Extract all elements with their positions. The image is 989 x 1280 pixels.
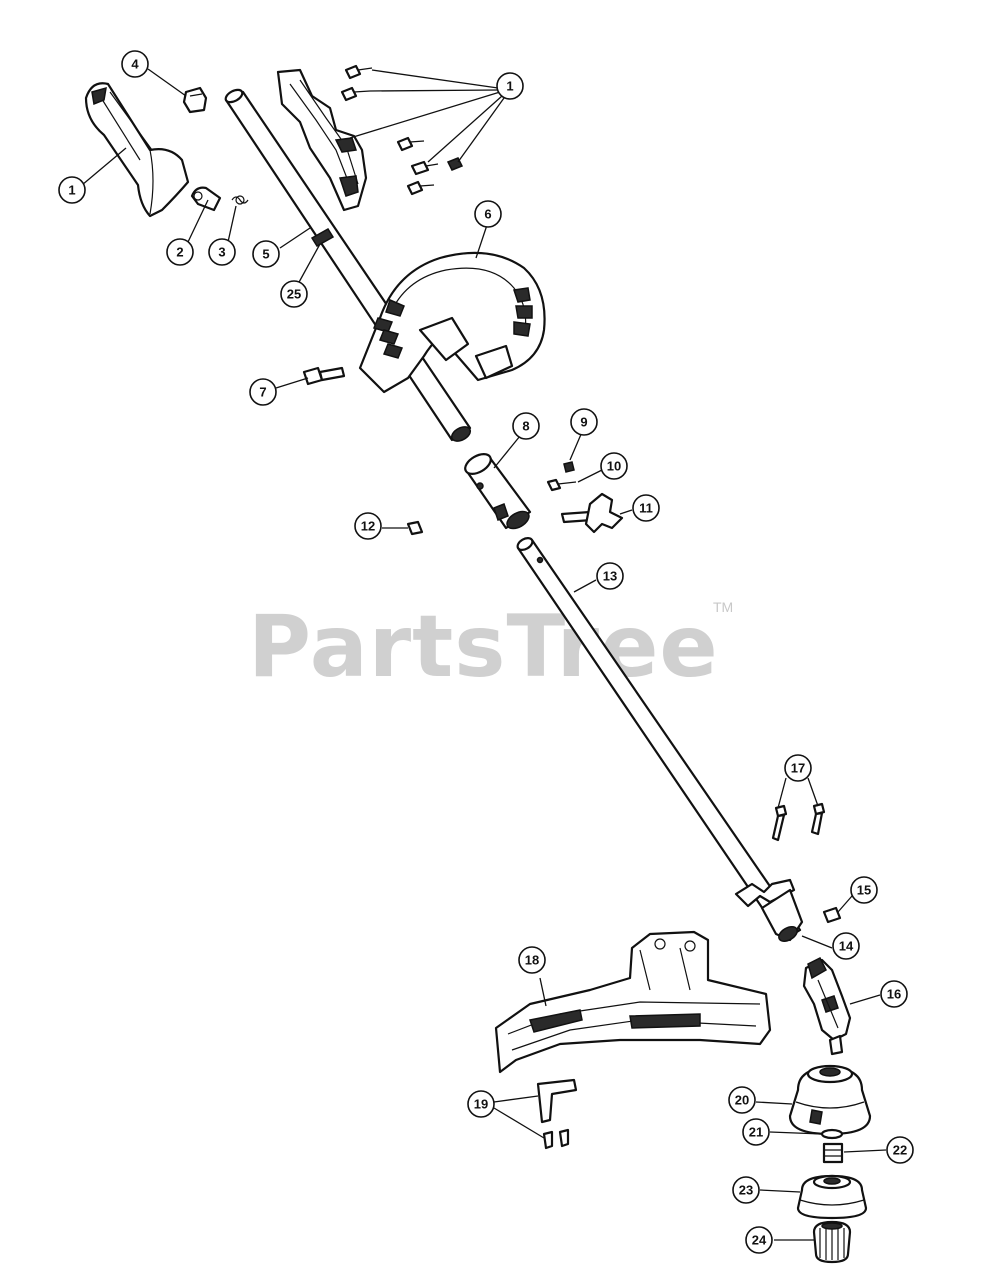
guard — [494, 930, 772, 1074]
svg-text:6: 6 — [484, 207, 491, 222]
callout-8: 8 — [512, 412, 540, 440]
callout-14: 14 — [832, 932, 860, 960]
svg-text:16: 16 — [887, 987, 901, 1002]
svg-text:19: 19 — [474, 1097, 488, 1112]
svg-text:11: 11 — [639, 501, 653, 516]
spring-small — [231, 195, 249, 205]
callout-1: 1 — [58, 176, 86, 204]
callout-22: 22 — [886, 1136, 914, 1164]
callout-16: 16 — [880, 980, 908, 1008]
callout-23: 23 — [732, 1176, 760, 1204]
lower-shaft — [516, 537, 802, 942]
callout-7: 7 — [249, 378, 277, 406]
handle-screws — [340, 64, 464, 196]
svg-text:20: 20 — [735, 1093, 749, 1108]
nut — [563, 461, 575, 473]
nut-small — [406, 520, 424, 536]
svg-text:21: 21 — [749, 1125, 763, 1140]
gear-head — [802, 956, 852, 1056]
svg-text:4: 4 — [131, 57, 139, 72]
rear-handle-left-half — [84, 82, 190, 218]
callout-15: 15 — [850, 876, 878, 904]
callout-5: 5 — [252, 240, 280, 268]
svg-text:18: 18 — [525, 953, 539, 968]
callout-18: 18 — [518, 946, 546, 974]
assist-handle — [358, 251, 546, 394]
callout-25: 25 — [280, 280, 308, 308]
svg-text:1: 1 — [506, 79, 513, 94]
watermark-trademark: TM — [713, 599, 733, 615]
svg-text:25: 25 — [287, 287, 301, 302]
svg-text:24: 24 — [752, 1233, 767, 1248]
svg-text:3: 3 — [218, 245, 225, 260]
svg-text:10: 10 — [607, 459, 621, 474]
watermark-text: PartsTree — [248, 597, 719, 697]
line-blade — [536, 1078, 578, 1124]
svg-text:5: 5 — [262, 247, 269, 262]
svg-text:22: 22 — [893, 1143, 907, 1158]
bolt — [302, 366, 346, 386]
washer — [820, 1128, 844, 1140]
rear-handle-right-half — [276, 68, 368, 212]
callout-2: 2 — [166, 238, 194, 266]
callout-17: 17 — [784, 754, 812, 782]
switch — [182, 86, 208, 114]
svg-text:9: 9 — [580, 415, 587, 430]
watermark: PartsTree TM — [248, 597, 733, 697]
svg-text:13: 13 — [603, 569, 617, 584]
svg-text:12: 12 — [361, 519, 375, 534]
callout-24: 24 — [745, 1226, 773, 1254]
callout-11: 11 — [632, 494, 660, 522]
clip — [190, 186, 222, 212]
screw-15 — [822, 906, 842, 924]
svg-text:8: 8 — [522, 419, 529, 434]
callout-19: 19 — [467, 1090, 495, 1118]
spool — [796, 1174, 868, 1220]
knob — [560, 492, 624, 534]
callout-1: 1 — [496, 72, 524, 100]
svg-text:7: 7 — [259, 385, 266, 400]
spring — [822, 1142, 844, 1164]
callout-21: 21 — [742, 1118, 770, 1146]
callout-1: 4 — [121, 50, 149, 78]
callout-3: 3 — [208, 238, 236, 266]
bump-knob — [812, 1220, 852, 1264]
callout-9: 9 — [570, 408, 598, 436]
callout-20: 20 — [728, 1086, 756, 1114]
svg-text:15: 15 — [857, 883, 871, 898]
screw — [546, 478, 577, 492]
spool-housing — [788, 1064, 872, 1136]
callouts: 4 1 1 2 3 5 25 6 7 8 9 10 11 12 13 17 15… — [58, 50, 914, 1254]
leader-lines — [81, 68, 887, 1241]
callout-6: 6 — [474, 200, 502, 228]
bolts-17 — [771, 802, 826, 842]
callout-12: 12 — [354, 512, 382, 540]
callout-13: 13 — [596, 562, 624, 590]
blade-screws — [542, 1128, 570, 1150]
svg-text:17: 17 — [791, 761, 805, 776]
callout-10: 10 — [600, 452, 628, 480]
svg-text:14: 14 — [839, 939, 854, 954]
svg-text:1: 1 — [68, 183, 75, 198]
shaft-clamp — [734, 878, 804, 942]
svg-text:2: 2 — [176, 245, 183, 260]
coupler — [464, 453, 532, 530]
svg-text:23: 23 — [739, 1183, 753, 1198]
